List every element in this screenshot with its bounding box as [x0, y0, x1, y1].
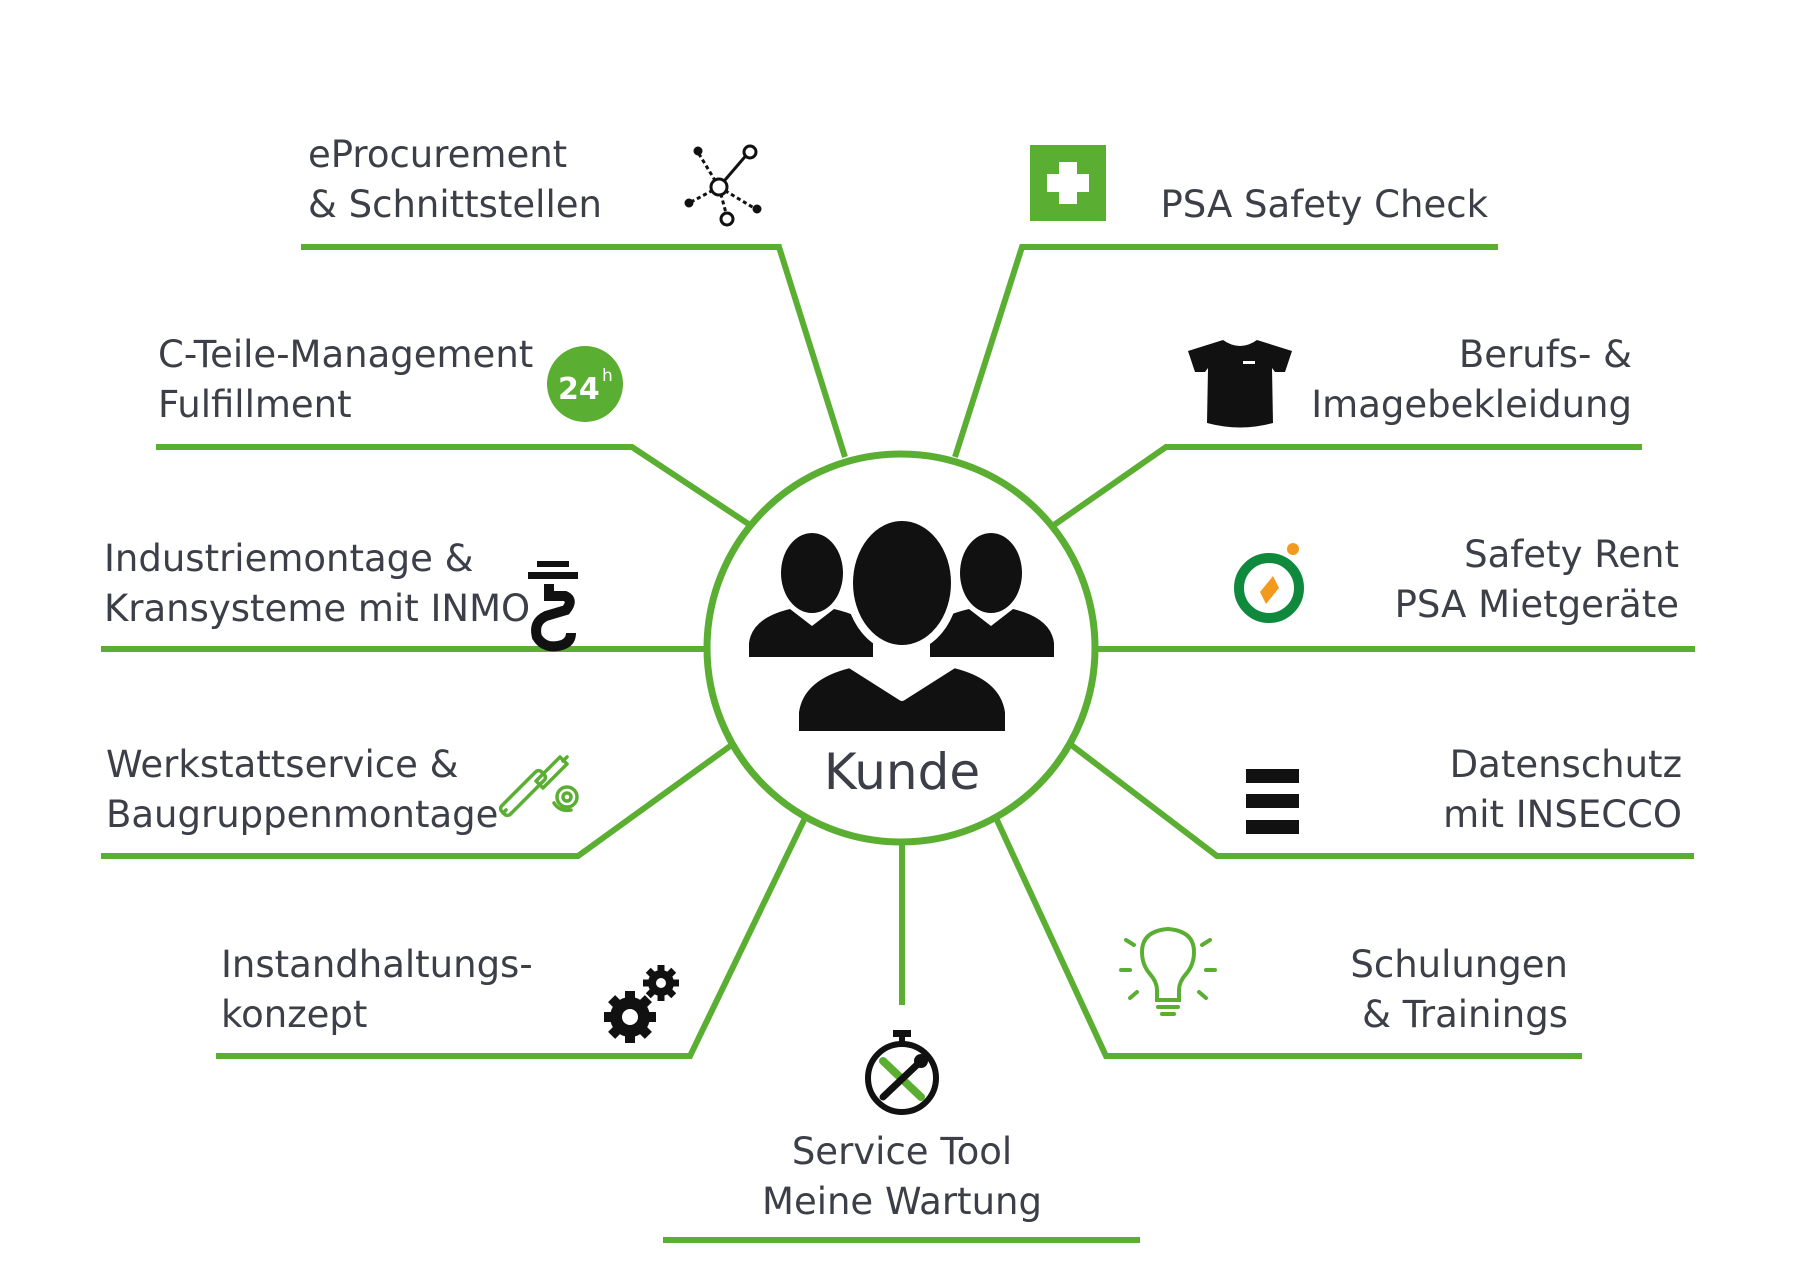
- badge-number: 24: [558, 372, 600, 407]
- label-line: Schulungen: [1350, 943, 1568, 986]
- connector-berufskleidung: [1052, 444, 1642, 528]
- label-line: Werkstattservice &: [106, 743, 459, 786]
- label-line: Datenschutz: [1449, 743, 1682, 786]
- label-line: & Schnittstellen: [308, 183, 602, 226]
- label-line: PSA Safety Check: [1160, 183, 1489, 226]
- tshirt-logo-mark: [1243, 361, 1255, 364]
- connector-schulungen: [993, 816, 1582, 1059]
- center-label: Kunde: [823, 743, 981, 801]
- label-line: C-Teile-Management: [158, 333, 534, 376]
- crane-hook-icon: [528, 561, 578, 652]
- label-instandhaltung: Instandhaltungs- konzept: [221, 940, 533, 1040]
- label-eprocurement: eProcurement & Schnittstellen: [308, 130, 602, 230]
- label-line: Safety Rent: [1464, 533, 1679, 576]
- label-industriemontage: Industriemontage & Kransysteme mit INMO: [104, 534, 530, 634]
- connector-instandhaltung: [216, 816, 808, 1059]
- safety-rent-logo-icon: [1234, 543, 1304, 623]
- network-nodes-icon: [684, 144, 762, 227]
- lightbulb-icon: [1119, 926, 1217, 1016]
- label-line: Instandhaltungs-: [221, 943, 533, 986]
- label-psa-check: PSA Safety Check: [1161, 180, 1489, 230]
- label-werkstatt: Werkstattservice & Baugruppenmontage: [106, 740, 498, 840]
- label-line: Fulfillment: [158, 383, 352, 426]
- label-line: konzept: [221, 993, 368, 1036]
- screwdriver-icon: [498, 755, 579, 818]
- label-line: Baugruppenmontage: [106, 793, 499, 836]
- connector-datenschutz: [1068, 741, 1694, 859]
- insecco-logo-icon: [1246, 769, 1299, 834]
- label-line: Industriemontage &: [104, 537, 474, 580]
- label-line: mit INSECCO: [1443, 793, 1682, 836]
- connector-eprocurement: [301, 244, 848, 458]
- label-berufskleidung: Berufs- & Imagebekleidung: [1311, 330, 1632, 430]
- stopwatch-tools-icon: [865, 1030, 939, 1115]
- label-line: eProcurement: [308, 133, 568, 176]
- label-schulungen: Schulungen & Trainings: [1350, 940, 1568, 1040]
- label-datenschutz: Datenschutz mit INSECCO: [1443, 740, 1682, 840]
- connector-psa-check: [952, 244, 1498, 458]
- tshirt-icon: [1188, 340, 1292, 428]
- label-safety-rent: Safety Rent PSA Mietgeräte: [1395, 530, 1679, 630]
- label-line: PSA Mietgeräte: [1394, 583, 1679, 626]
- gears-icon: [604, 965, 679, 1043]
- label-line: Imagebekleidung: [1311, 383, 1632, 426]
- label-line: Meine Wartung: [762, 1180, 1042, 1223]
- label-line: Service Tool: [791, 1130, 1013, 1173]
- label-line: & Trainings: [1362, 993, 1568, 1036]
- 24h-badge-icon: 24 h: [547, 346, 623, 422]
- customer-group-icon: [749, 513, 1054, 739]
- connector-c-teile: [156, 444, 752, 528]
- connector-werkstatt: [101, 741, 735, 859]
- first-aid-cross-icon: [1030, 145, 1106, 221]
- label-c-teile: C-Teile-Management Fulfillment: [158, 330, 533, 430]
- label-line: Kransysteme mit INMO: [104, 587, 531, 630]
- label-line: Berufs- &: [1458, 333, 1632, 376]
- badge-superscript: h: [602, 366, 613, 386]
- label-service-tool: Service Tool Meine Wartung: [702, 1127, 1102, 1227]
